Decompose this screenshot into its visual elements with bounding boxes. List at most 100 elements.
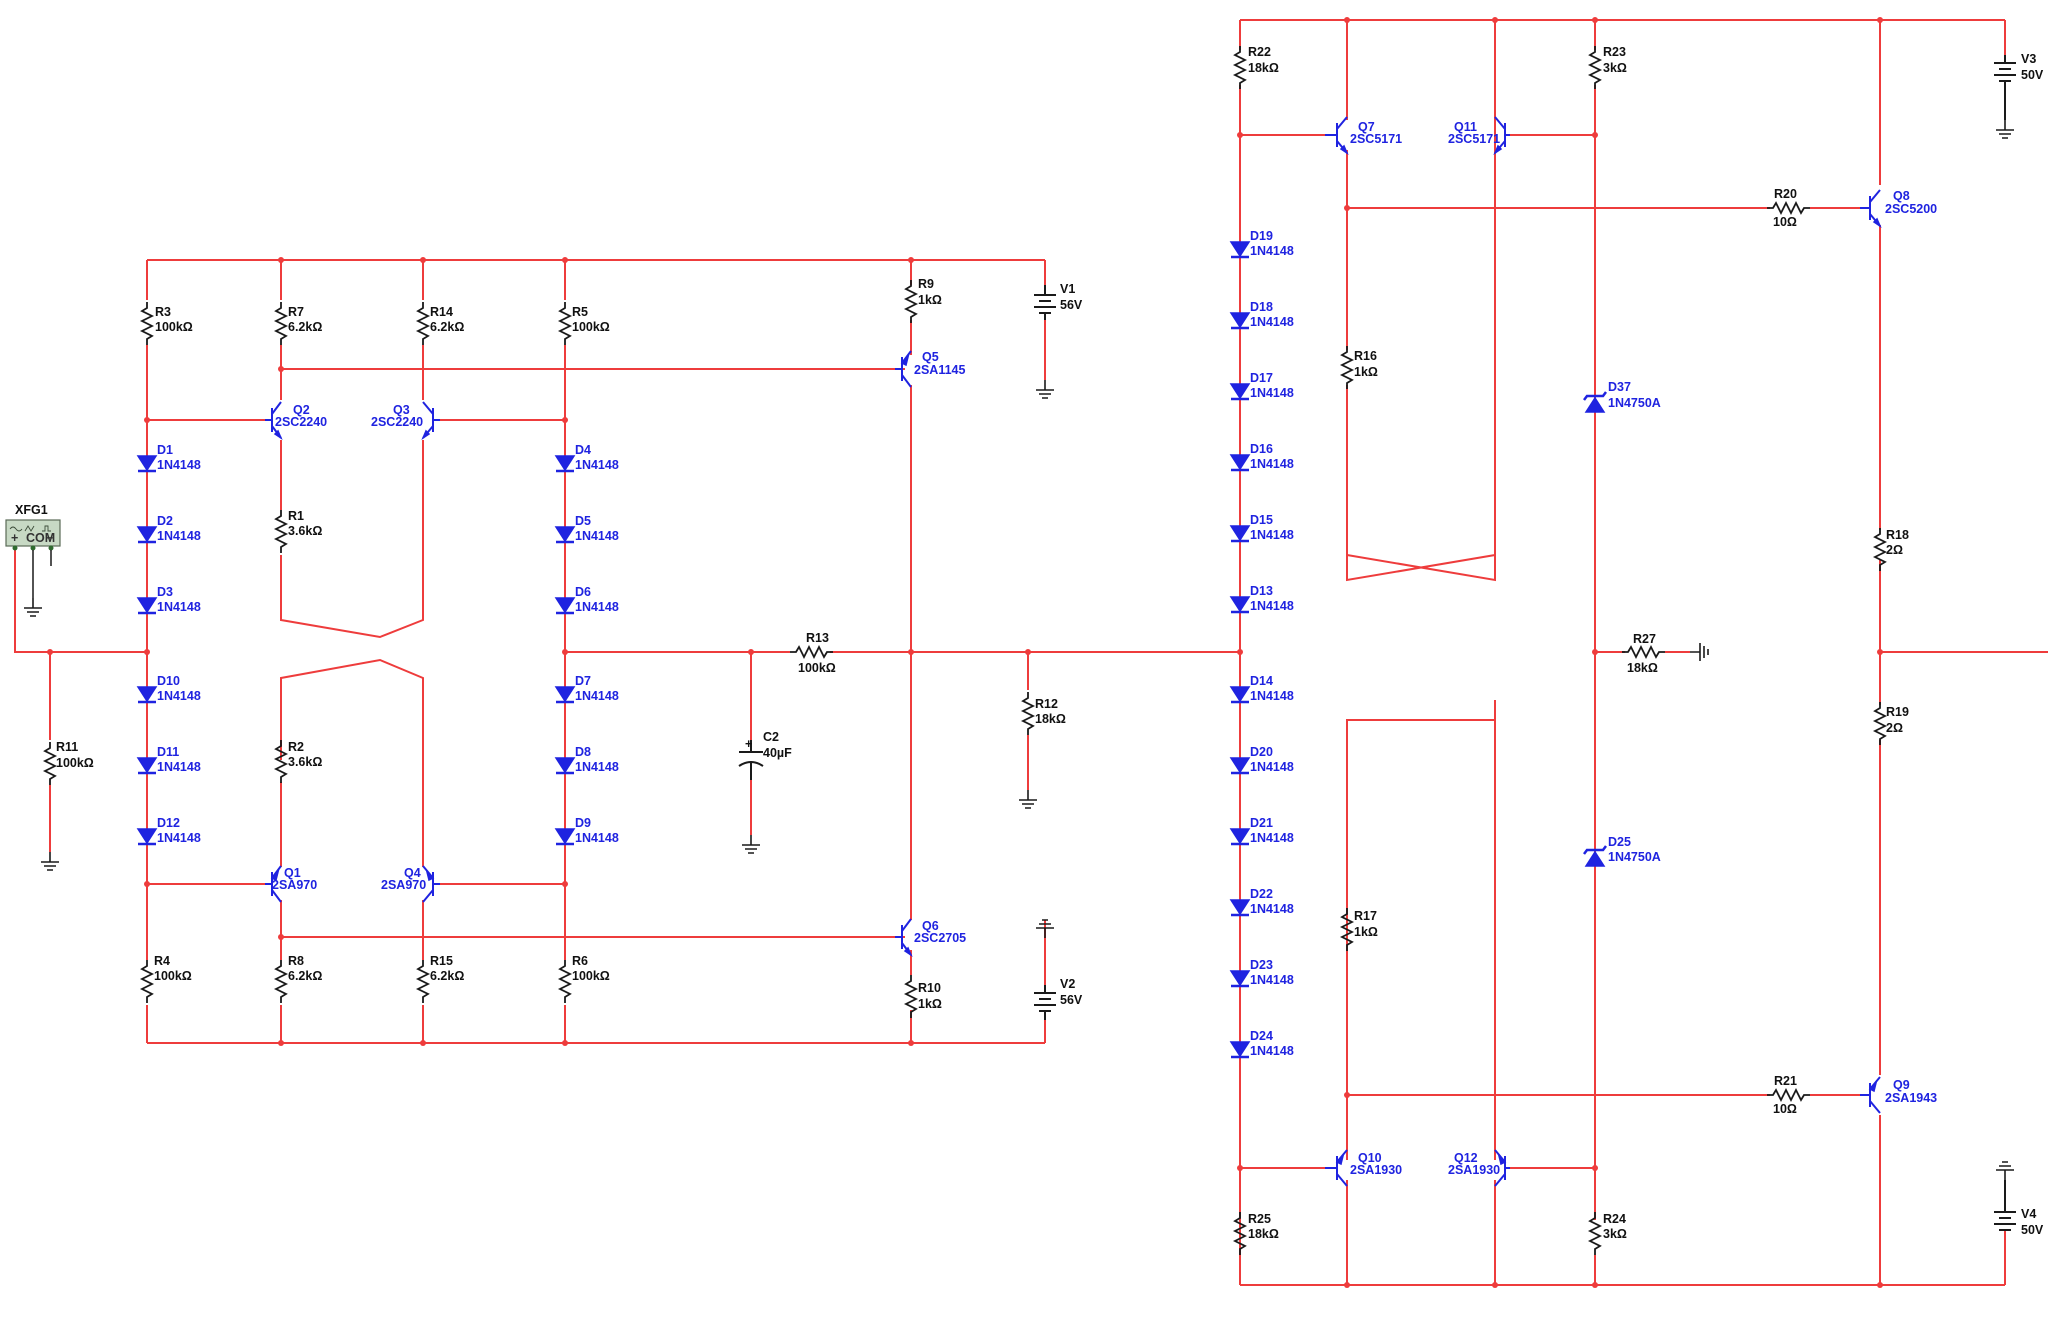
diode-D17[interactable]: D17 1N4148	[1229, 371, 1294, 401]
diode-D9[interactable]: D9 1N4148	[554, 816, 619, 846]
resistor-R16[interactable]: R16 1kΩ	[1341, 345, 1378, 390]
diode-D21[interactable]: D21 1N4148	[1229, 816, 1294, 846]
resistor-R10[interactable]: R10 1kΩ	[905, 974, 942, 1019]
q4-ref: Q4	[404, 866, 421, 880]
source-V1[interactable]: V1 56V	[1034, 282, 1083, 320]
resistor-R3[interactable]: R3 100kΩ	[141, 301, 193, 346]
resistor-R20[interactable]: R20 10Ω	[1766, 187, 1811, 229]
d1-value: 1N4148	[157, 458, 201, 472]
r24-value: 3kΩ	[1603, 1227, 1627, 1241]
diode-D23[interactable]: D23 1N4148	[1229, 958, 1294, 988]
q9-ref: Q9	[1893, 1078, 1910, 1092]
r23-ref: R23	[1603, 45, 1626, 59]
resistor-R27[interactable]: R27 18kΩ	[1621, 632, 1666, 675]
diode-D1[interactable]: D1 1N4148	[136, 443, 201, 473]
transistor-Q7[interactable]: Q7 2SC5171	[1325, 116, 1402, 156]
resistor-R19[interactable]: R19 2Ω	[1874, 701, 1909, 746]
resistor-R18[interactable]: R18 2Ω	[1874, 527, 1909, 572]
resistor-R5[interactable]: R5 100kΩ	[559, 301, 610, 346]
diode-D10[interactable]: D10 1N4148	[136, 674, 201, 704]
diode-D20[interactable]: D20 1N4148	[1229, 745, 1294, 775]
resistor-R4[interactable]: R4 100kΩ	[141, 954, 192, 1004]
function-generator-XFG1[interactable]: XFG1 + COM −	[5, 503, 61, 598]
capacitor-C2[interactable]: + C2 40µF	[738, 730, 792, 780]
transistor-Q11[interactable]: Q11 2SC5171	[1448, 116, 1510, 156]
zener-D37[interactable]: D37 1N4750A	[1582, 380, 1661, 414]
resistor-R6[interactable]: R6 100kΩ	[559, 954, 610, 1004]
source-V2[interactable]: V2 56V	[1034, 977, 1083, 1020]
ground-icon	[1689, 642, 1709, 662]
transistor-Q6[interactable]: Q6 2SC2705	[895, 918, 966, 958]
diode-D3[interactable]: D3 1N4148	[136, 585, 201, 615]
diode-D13[interactable]: D13 1N4148	[1229, 584, 1294, 614]
ground-icon	[23, 597, 43, 617]
xfg1-pin[interactable]	[48, 545, 54, 551]
d7-ref: D7	[575, 674, 591, 688]
diode-D5[interactable]: D5 1N4148	[554, 514, 619, 544]
q11-value: 2SC5171	[1448, 132, 1500, 146]
zener-D25[interactable]: D25 1N4750A	[1582, 835, 1661, 868]
q6-ref: Q6	[922, 919, 939, 933]
resistor-R7[interactable]: R7 6.2kΩ	[275, 301, 322, 346]
source-V4[interactable]: V4 50V	[1994, 1180, 2044, 1237]
d12-value: 1N4148	[157, 831, 201, 845]
resistor-R14[interactable]: R14 6.2kΩ	[417, 301, 464, 346]
d14-value: 1N4148	[1250, 689, 1294, 703]
r11-value: 100kΩ	[56, 756, 94, 770]
resistor-R25[interactable]: R25 18kΩ	[1234, 1211, 1279, 1256]
transistor-Q9[interactable]: Q9 2SA1943	[1860, 1076, 1937, 1114]
resistor-R15[interactable]: R15 6.2kΩ	[417, 954, 464, 1004]
resistor-R22[interactable]: R22 18kΩ	[1234, 45, 1279, 90]
resistor-R17[interactable]: R17 1kΩ	[1341, 907, 1378, 952]
resistor-R24[interactable]: R24 3kΩ	[1589, 1211, 1627, 1256]
resistor-R12[interactable]: R12 18kΩ	[1022, 691, 1066, 736]
resistor-R1[interactable]: R1 3.6kΩ	[275, 509, 322, 554]
q7-value: 2SC5171	[1350, 132, 1402, 146]
xfg1-pin[interactable]	[30, 545, 36, 551]
d5-ref: D5	[575, 514, 591, 528]
diode-D4[interactable]: D4 1N4148	[554, 443, 619, 473]
r10-ref: R10	[918, 981, 941, 995]
diode-D2[interactable]: D2 1N4148	[136, 514, 201, 544]
d8-value: 1N4148	[575, 760, 619, 774]
diode-D6[interactable]: D6 1N4148	[554, 585, 619, 615]
r21-value: 10Ω	[1773, 1102, 1797, 1116]
r17-value: 1kΩ	[1354, 925, 1378, 939]
transistor-Q8[interactable]: Q8 2SC5200	[1860, 189, 1937, 229]
transistor-Q12[interactable]: Q12 2SA1930	[1448, 1149, 1510, 1187]
resistor-R11[interactable]: R11 100kΩ	[44, 740, 94, 786]
diode-D24[interactable]: D24 1N4148	[1229, 1029, 1294, 1059]
diode-D8[interactable]: D8 1N4148	[554, 745, 619, 775]
transistor-Q1[interactable]: Q1 2SA970	[265, 865, 317, 903]
q8-ref: Q8	[1893, 189, 1910, 203]
diode-D7[interactable]: D7 1N4148	[554, 674, 619, 704]
diode-D22[interactable]: D22 1N4148	[1229, 887, 1294, 917]
source-V3[interactable]: V3 50V	[1994, 52, 2044, 120]
resistor-R13[interactable]: R13 100kΩ	[789, 631, 836, 675]
resistor-R21[interactable]: R21 10Ω	[1766, 1074, 1811, 1116]
d17-ref: D17	[1250, 371, 1273, 385]
r2-value: 3.6kΩ	[288, 755, 322, 769]
resistor-R2[interactable]: R2 3.6kΩ	[275, 739, 322, 784]
r17-ref: R17	[1354, 909, 1377, 923]
transistor-Q2[interactable]: Q2 2SC2240	[265, 401, 327, 441]
transistor-Q5[interactable]: Q5 2SA1145	[895, 350, 965, 388]
d2-ref: D2	[157, 514, 173, 528]
diode-D12[interactable]: D12 1N4148	[136, 816, 201, 846]
transistor-Q3[interactable]: Q3 2SC2240	[371, 401, 440, 441]
transistor-Q4[interactable]: Q4 2SA970	[381, 865, 440, 903]
diode-D19[interactable]: D19 1N4148	[1229, 229, 1294, 259]
transistors: Q2 2SC2240 Q3 2SC2240 Q1 2SA970 Q4 2SA97…	[265, 116, 1937, 1187]
diode-D15[interactable]: D15 1N4148	[1229, 513, 1294, 543]
resistor-R9[interactable]: R9 1kΩ	[905, 277, 942, 324]
diode-D14[interactable]: D14 1N4148	[1229, 674, 1294, 704]
diode-D11[interactable]: D11 1N4148	[136, 745, 201, 775]
resistor-R8[interactable]: R8 6.2kΩ	[275, 954, 322, 1004]
q6-value: 2SC2705	[914, 931, 966, 945]
transistor-Q10[interactable]: Q10 2SA1930	[1325, 1149, 1402, 1187]
diode-D18[interactable]: D18 1N4148	[1229, 300, 1294, 330]
diode-D16[interactable]: D16 1N4148	[1229, 442, 1294, 472]
resistor-R23[interactable]: R23 3kΩ	[1589, 45, 1627, 90]
xfg1-pin[interactable]	[12, 545, 18, 551]
r12-ref: R12	[1035, 697, 1058, 711]
